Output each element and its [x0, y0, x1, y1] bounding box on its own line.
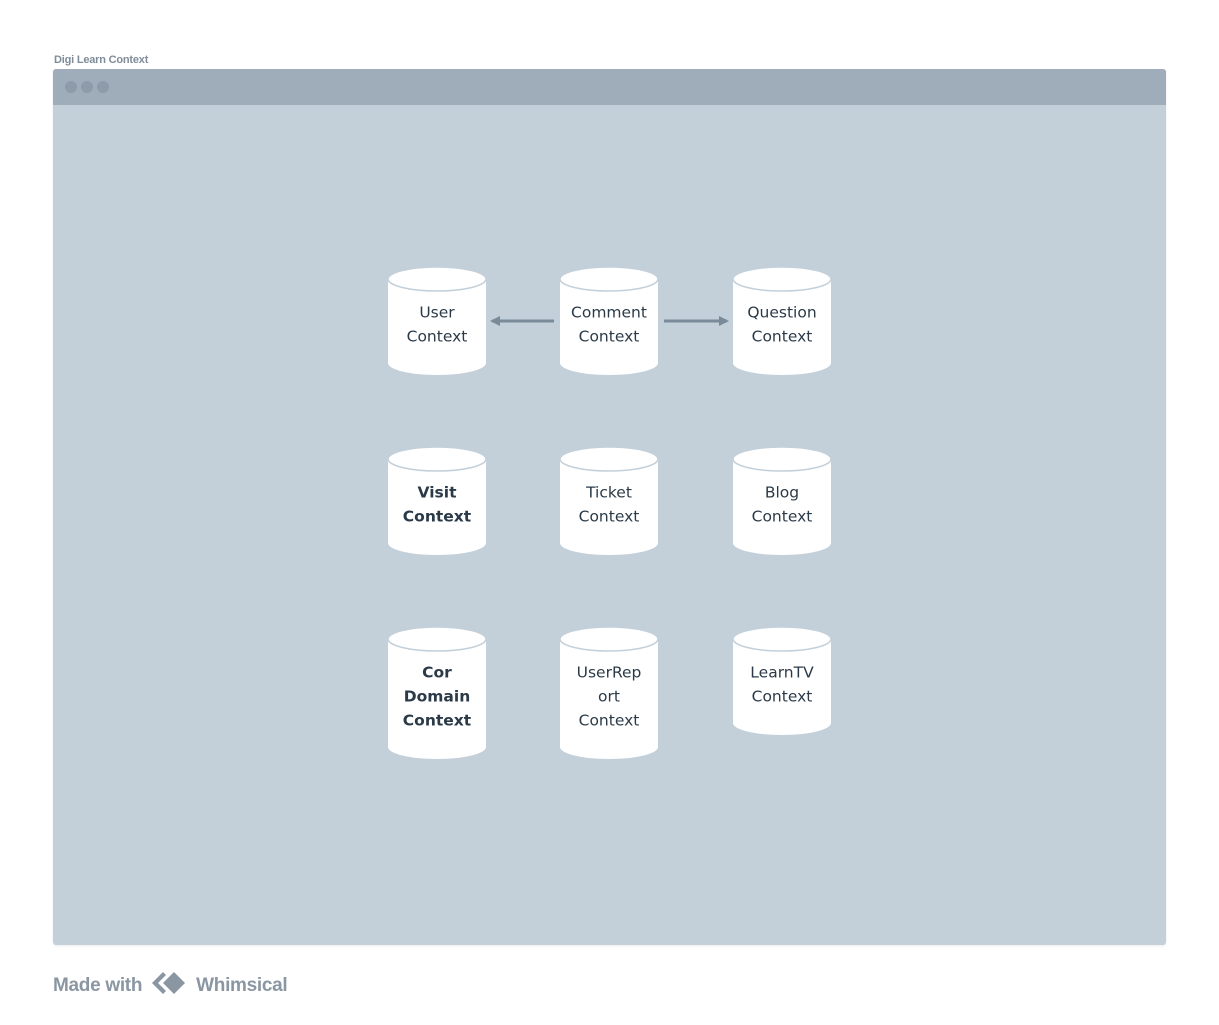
node-label: Context	[403, 712, 472, 730]
cylinder-body	[733, 279, 831, 375]
cylinder-body	[733, 459, 831, 555]
cylinder-body	[388, 459, 486, 555]
node-label: Question	[747, 304, 816, 322]
window-dot-icon	[97, 81, 109, 93]
cylinder-body	[560, 639, 658, 759]
node-label: Context	[752, 688, 813, 706]
whimsical-brand[interactable]: Whimsical	[196, 975, 288, 996]
footer: Made with Whimsical	[53, 970, 288, 1002]
node-label: LearnTV	[750, 664, 814, 682]
window-titlebar	[53, 69, 1166, 105]
node-label: Blog	[765, 484, 799, 502]
window-dot-icon	[81, 81, 93, 93]
made-with-label: Made with	[53, 975, 143, 996]
node-label: Context	[752, 508, 813, 526]
window-dot-icon	[65, 81, 77, 93]
node-label: Visit	[418, 484, 458, 502]
node-label: Domain	[404, 688, 470, 706]
whimsical-logo-icon	[150, 970, 190, 1002]
cylinder-body	[733, 639, 831, 735]
node-label: Cor	[422, 664, 452, 682]
node-label: Context	[407, 328, 468, 346]
node-label: Context	[579, 328, 640, 346]
node-label: User	[419, 304, 455, 322]
cylinder-top	[732, 446, 832, 472]
diagram-canvas: UserContextCommentContextQuestionContext…	[387, 266, 832, 759]
cylinder-top	[732, 626, 832, 652]
node-label: Context	[579, 508, 640, 526]
node-label: Comment	[571, 304, 647, 322]
cylinder-top	[559, 446, 659, 472]
frame-title: Digi Learn Context	[54, 54, 149, 66]
node-label: UserRep	[577, 664, 642, 682]
node-label: Context	[752, 328, 813, 346]
node-label: Ticket	[585, 484, 632, 502]
node-label: Context	[579, 712, 640, 730]
node-label: ort	[598, 688, 620, 706]
cylinder-top	[559, 266, 659, 292]
node-label: Context	[403, 508, 472, 526]
cylinder-top	[387, 266, 487, 292]
cylinder-body	[560, 459, 658, 555]
cylinder-top	[387, 446, 487, 472]
node-learntv[interactable]: LearnTV Context	[732, 626, 832, 735]
cylinder-top	[732, 266, 832, 292]
cylinder-body	[560, 279, 658, 375]
cylinder-body	[388, 639, 486, 759]
cylinder-body	[388, 279, 486, 375]
cylinder-top	[387, 626, 487, 652]
cylinder-top	[559, 626, 659, 652]
